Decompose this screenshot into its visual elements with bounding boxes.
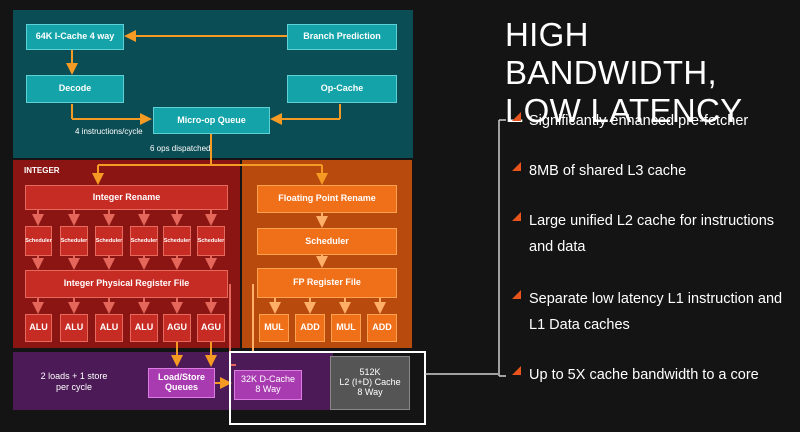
l2-line2: L2 (I+D) Cache [339, 377, 401, 388]
lsq-line2: Queues [164, 382, 198, 392]
alu-box: ALU [60, 314, 88, 342]
loads-stores-line1: 2 loads + 1 store [40, 371, 108, 381]
int-scheduler-box: Scheduler [163, 226, 191, 256]
agu-box: AGU [163, 314, 191, 342]
bullet-triangle-icon [512, 212, 521, 221]
int-scheduler-box: Scheduler [25, 226, 52, 256]
dcache-line1: 32K D-Cache [240, 374, 296, 385]
integer-register-file-box: Integer Physical Register File [25, 270, 228, 298]
heading-line2: LOW LATENCY [505, 92, 743, 129]
op-cache-box: Op-Cache [287, 75, 397, 103]
heading-line1: HIGH BANDWIDTH, [505, 16, 717, 91]
l2-line3: 8 Way [357, 386, 383, 397]
alu-box: ALU [25, 314, 52, 342]
bullet-text: Significantly enhanced pre-fetcher [529, 113, 749, 129]
decode-box: Decode [26, 75, 124, 103]
lsq-line1: Load/Store [157, 372, 205, 383]
micro-op-queue-box: Micro-op Queue [153, 107, 270, 134]
bullet-triangle-icon [512, 290, 521, 299]
int-scheduler-box: Scheduler [197, 226, 225, 256]
agu-box: AGU [197, 314, 225, 342]
fp-rename-box: Floating Point Rename [257, 185, 397, 213]
fp-mul-box: MUL [259, 314, 289, 342]
bullet-item: Up to 5X cache bandwidth to a core [512, 362, 784, 388]
bullet-text: 8MB of shared L3 cache [529, 163, 687, 179]
branch-prediction-box: Branch Prediction [287, 24, 397, 50]
int-scheduler-box: Scheduler [130, 226, 158, 256]
int-scheduler-box: Scheduler [95, 226, 123, 256]
alu-box: ALU [95, 314, 123, 342]
dcache-box: 32K D-Cache 8 Way [234, 370, 302, 400]
bullet-text: Up to 5X cache bandwidth to a core [529, 367, 759, 383]
bullet-triangle-icon [512, 162, 521, 171]
icache-box: 64K I-Cache 4 way [26, 24, 124, 50]
ops-dispatched-label: 6 ops dispatched [150, 144, 211, 153]
dcache-line2: 8 Way [255, 384, 281, 394]
instructions-per-cycle-label: 4 instructions/cycle [75, 127, 143, 136]
bullet-text: Large unified L2 cache for instructions … [529, 213, 775, 255]
int-scheduler-box: Scheduler [60, 226, 88, 256]
fp-scheduler-box: Scheduler [257, 228, 397, 255]
l2-line1: 512K [359, 367, 381, 378]
fp-add-box: ADD [295, 314, 325, 342]
bullet-triangle-icon [512, 112, 521, 121]
bullet-item: Significantly enhanced pre-fetcher [512, 108, 784, 134]
bullet-triangle-icon [512, 366, 521, 375]
loads-stores-label: 2 loads + 1 store per cycle [34, 371, 114, 393]
bullet-item: Separate low latency L1 instruction and … [512, 286, 784, 338]
fp-mul-box: MUL [331, 314, 361, 342]
alu-box: ALU [130, 314, 158, 342]
l2-cache-box: 512K L2 (I+D) Cache 8 Way [330, 356, 410, 410]
fp-register-file-box: FP Register File [257, 268, 397, 298]
fp-add-box: ADD [367, 314, 397, 342]
slide-heading: HIGH BANDWIDTH, LOW LATENCY [505, 16, 800, 130]
bullet-text: Separate low latency L1 instruction and … [529, 291, 783, 333]
integer-title: INTEGER [24, 166, 60, 175]
bullet-item: Large unified L2 cache for instructions … [512, 208, 784, 260]
loads-stores-line2: per cycle [55, 382, 92, 392]
load-store-queues-box: Load/Store Queues [148, 368, 215, 398]
bullet-item: 8MB of shared L3 cache [512, 158, 784, 184]
integer-rename-box: Integer Rename [25, 185, 228, 210]
